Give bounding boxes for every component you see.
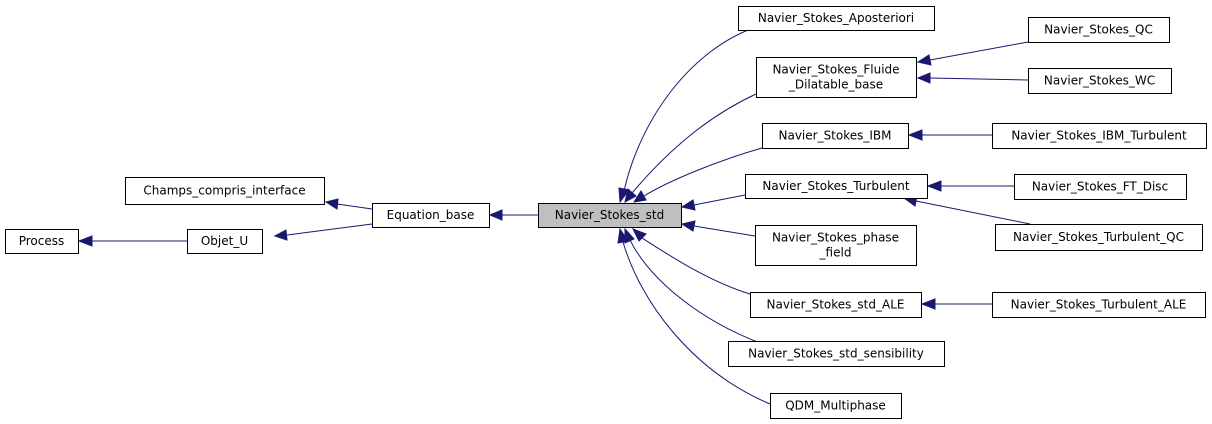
node-navier-stokes-aposteriori[interactable]: Navier_Stokes_Aposteriori	[738, 6, 935, 31]
edges-layer	[77, 26, 1031, 405]
edge-qc-to-fluide-dilatable	[929, 41, 1029, 61]
edge-equation-base-to-champs	[336, 203, 373, 210]
node-label: Navier_Stokes_Turbulent_ALE	[1011, 298, 1187, 312]
edge-equation-base-to-objet-u	[286, 223, 373, 236]
node-label: Process	[19, 234, 65, 248]
node-label: Navier_Stokes_Turbulent_QC	[1013, 230, 1184, 244]
node-label: Navier_Stokes_FT_Disc	[1032, 180, 1168, 194]
node-navier-stokes-std-sensibility[interactable]: Navier_Stokes_std_sensibility	[728, 341, 945, 367]
nodes-layer: Process Objet_U Champs_compris_interface…	[5, 6, 1207, 419]
node-label: Champs_compris_interface	[143, 184, 305, 198]
node-label: QDM_Multiphase	[785, 399, 886, 413]
edge-wc-to-fluide-dilatable	[929, 77, 1029, 81]
arrowhead-phase-field	[680, 220, 696, 232]
arrowhead-qc	[916, 54, 932, 66]
node-label: Navier_Stokes_QC	[1044, 23, 1153, 37]
node-label: Navier_Stokes_WC	[1044, 74, 1155, 88]
node-label: Navier_Stokes_Turbulent	[762, 179, 909, 193]
node-label: Navier_Stokes_Aposteriori	[758, 11, 914, 25]
edge-aposteriori-to-std	[623, 26, 757, 192]
edge-phase-field-to-std	[693, 225, 756, 237]
node-label: Navier_Stokes_IBM	[778, 129, 891, 143]
node-equation-base[interactable]: Equation_base	[372, 203, 490, 228]
arrowhead-aposteriori	[618, 187, 630, 204]
arrowhead-equation-base	[488, 209, 503, 221]
edge-qdm-multiphase-to-std	[622, 241, 771, 405]
edge-turbulent-qc-to-turbulent	[915, 200, 1031, 225]
arrowhead-champs	[324, 198, 339, 210]
arrowhead-fluide-dilatable	[624, 188, 637, 203]
arrowhead-ft-disc	[926, 180, 942, 192]
arrowhead-process	[77, 235, 93, 247]
edge-ibm-to-std	[643, 147, 763, 197]
node-label: Objet_U	[201, 234, 248, 248]
arrowhead-wc	[916, 72, 931, 84]
node-label: Navier_Stokes_IBM_Turbulent	[1011, 129, 1187, 143]
node-navier-stokes-ibm-turbulent[interactable]: Navier_Stokes_IBM_Turbulent	[992, 123, 1207, 149]
node-navier-stokes-turbulent[interactable]: Navier_Stokes_Turbulent	[745, 174, 928, 199]
node-navier-stokes-phase-field[interactable]: Navier_Stokes_phase_field	[755, 225, 917, 266]
node-navier-stokes-turbulent-qc[interactable]: Navier_Stokes_Turbulent_QC	[995, 224, 1203, 251]
node-label: Equation_base	[387, 208, 475, 222]
node-objet-u[interactable]: Objet_U	[187, 229, 263, 254]
edge-fluide-dilatable-to-std	[631, 93, 757, 194]
node-navier-stokes-wc[interactable]: Navier_Stokes_WC	[1028, 68, 1172, 94]
node-label: Navier_Stokes_std	[555, 208, 664, 222]
arrowhead-turbulent-ale	[920, 298, 936, 310]
edge-std-ale-to-std	[641, 237, 751, 295]
node-navier-stokes-fluide-dilatable-base[interactable]: Navier_Stokes_Fluide_Dilatable_base	[756, 57, 917, 98]
node-navier-stokes-turbulent-ale[interactable]: Navier_Stokes_Turbulent_ALE	[992, 292, 1206, 318]
arrowhead-ibm-turbulent	[907, 129, 923, 141]
arrowhead-turbulent	[680, 199, 696, 211]
node-label: _field	[819, 246, 852, 260]
node-navier-stokes-ibm[interactable]: Navier_Stokes_IBM	[762, 123, 909, 149]
node-label: _Dilatable_base	[788, 78, 883, 92]
node-champs-compris-interface[interactable]: Champs_compris_interface	[125, 177, 325, 205]
node-label: Navier_Stokes_std_ALE	[767, 298, 905, 312]
node-qdm-multiphase[interactable]: QDM_Multiphase	[770, 393, 902, 419]
arrowhead-std-ale	[631, 228, 647, 242]
edge-sensibility-to-std	[629, 239, 761, 344]
node-navier-stokes-ft-disc[interactable]: Navier_Stokes_FT_Disc	[1014, 174, 1187, 200]
edge-turbulent-to-std	[693, 194, 746, 206]
node-navier-stokes-std[interactable]: Navier_Stokes_std	[538, 203, 682, 228]
node-navier-stokes-std-ale[interactable]: Navier_Stokes_std_ALE	[750, 292, 922, 318]
arrowhead-objet-u	[273, 229, 288, 241]
arrowhead-ibm	[632, 190, 647, 203]
node-navier-stokes-qc[interactable]: Navier_Stokes_QC	[1028, 17, 1170, 43]
node-label: Navier_Stokes_Fluide	[772, 63, 899, 77]
node-label: Navier_Stokes_std_sensibility	[748, 347, 924, 361]
arrowhead-qdm-multiphase	[617, 227, 629, 244]
node-label: Navier_Stokes_phase	[772, 231, 899, 245]
node-process[interactable]: Process	[5, 229, 79, 254]
